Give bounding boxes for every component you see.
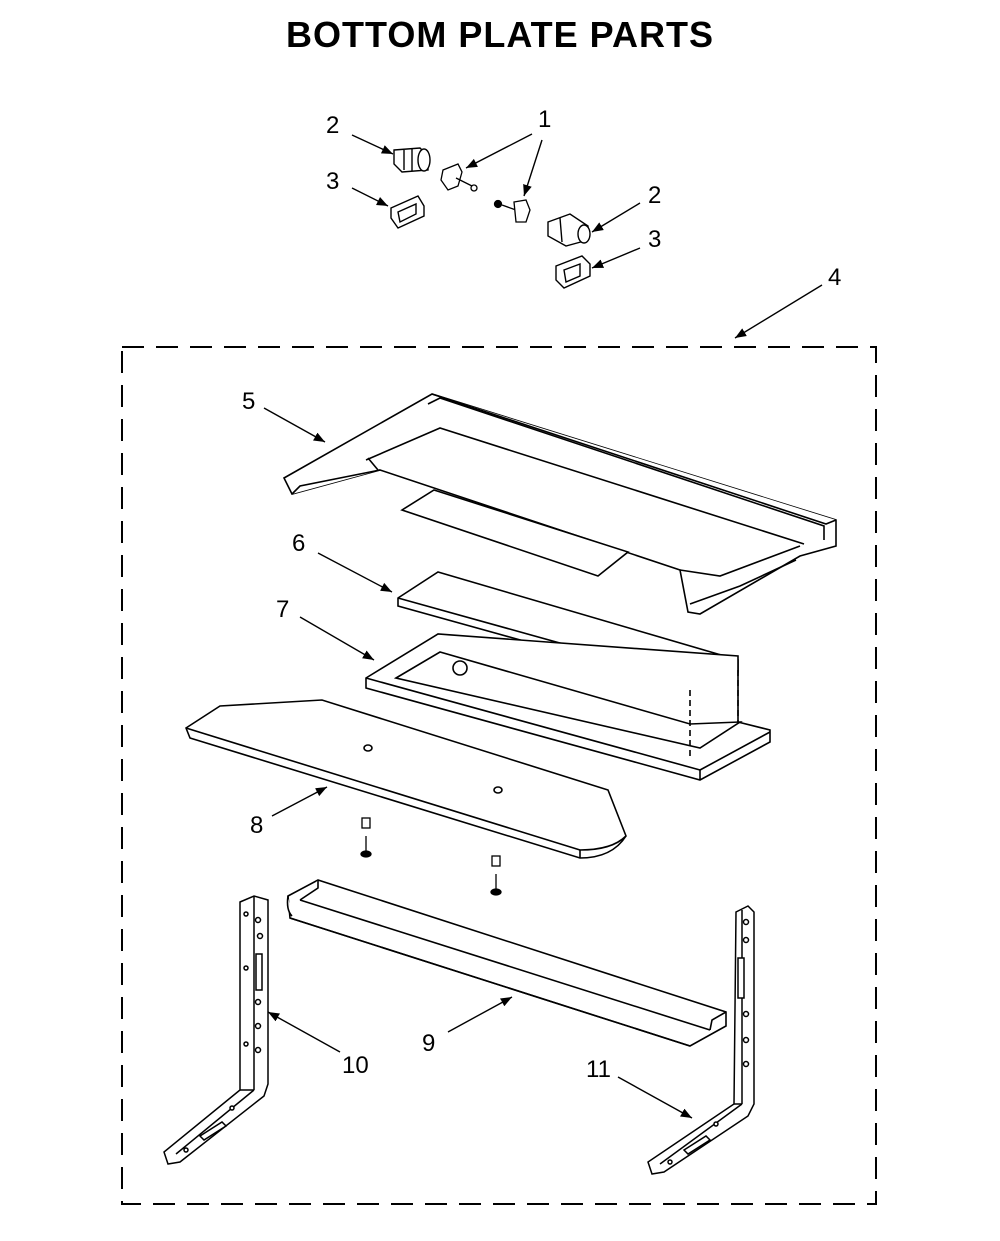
- callout-11: 11: [586, 1056, 611, 1083]
- callout-8: 8: [250, 812, 264, 839]
- leader-9: [447, 996, 513, 1033]
- part-7-frame: [365, 633, 771, 781]
- leader-4: [734, 284, 823, 339]
- callout-1: 1: [538, 106, 552, 133]
- callout-10: 10: [342, 1052, 369, 1079]
- part-11-right-bracket: [647, 905, 755, 1175]
- callout-3-right: 3: [648, 226, 662, 253]
- assembly-boundary: [121, 346, 877, 1205]
- part-1-latch-left: [440, 163, 478, 192]
- callout-9: 9: [422, 1030, 436, 1057]
- callout-7: 7: [276, 596, 290, 623]
- leader-1a: [465, 133, 533, 169]
- leader-8: [271, 786, 328, 817]
- part-8-mounting-plate: [185, 699, 627, 859]
- leader-6: [317, 552, 393, 593]
- part-3-clip-left: [390, 195, 425, 229]
- part-5-bottom-plate: [282, 393, 837, 615]
- part-9-channel: [286, 879, 727, 1047]
- screw-right: [490, 855, 502, 896]
- part-2-cap-left: [393, 147, 431, 173]
- leader-7: [299, 616, 375, 661]
- callout-3-left: 3: [326, 168, 340, 195]
- leader-11: [617, 1076, 693, 1119]
- callout-2-left: 2: [326, 112, 340, 139]
- leader-2b: [591, 202, 641, 233]
- leader-1b: [523, 139, 543, 197]
- callout-4: 4: [828, 264, 842, 291]
- screw-left: [360, 817, 372, 858]
- callout-6: 6: [292, 530, 306, 557]
- leader-2a: [351, 134, 394, 155]
- callout-5: 5: [242, 388, 256, 415]
- leader-5: [263, 407, 326, 443]
- leader-10: [267, 1011, 341, 1053]
- leader-3a: [351, 187, 389, 207]
- leader-3b: [591, 247, 641, 269]
- part-3-clip-right: [555, 255, 591, 289]
- page-title: BOTTOM PLATE PARTS: [286, 14, 714, 55]
- callout-2-right: 2: [648, 182, 662, 209]
- part-2-cap-right: [547, 213, 591, 247]
- part-1-latch-right: [493, 199, 531, 223]
- part-10-left-bracket: [163, 895, 269, 1165]
